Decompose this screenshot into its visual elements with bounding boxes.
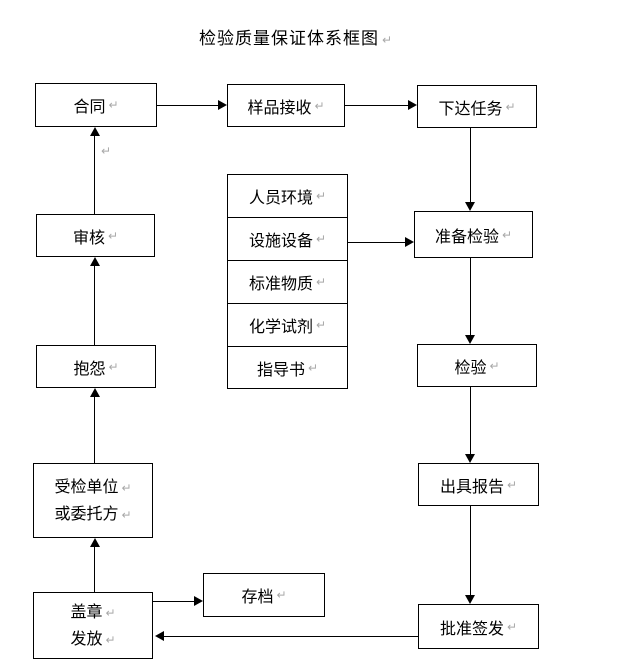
arrow-stamp-issue-to-inspected-unit-line (94, 547, 95, 592)
paragraph-mark-icon: ↵ (315, 275, 327, 289)
arrowhead-right-icon (408, 100, 417, 110)
node-prepare-inspection-label: 准备检验 (434, 226, 499, 246)
arrow-complaint-to-review-line (94, 266, 95, 345)
node-inspected-unit-label1: 受检单位 (54, 476, 119, 496)
diagram-title-text: 检验质量保证体系框图 (198, 29, 379, 49)
node-contract-label: 合同 (73, 97, 106, 116)
arrowhead-down-icon (465, 202, 475, 211)
node-assign-task-label: 下达任务 (438, 98, 503, 118)
node-inspected-unit: 受检单位↵ 或委托方↵ (33, 463, 153, 538)
arrow-inspected-unit-to-complaint-line (94, 397, 95, 463)
resource-row-label: 标准物质 (248, 274, 313, 293)
paragraph-mark-icon: ↵ (108, 98, 119, 112)
resource-row-chemical-reagents: 化学试剂↵ (228, 304, 347, 347)
resource-row-personnel-environment: 人员环境↵ (228, 175, 347, 218)
arrowhead-right-icon (194, 596, 203, 606)
arrow-resources-to-prepare-inspection-line (348, 242, 405, 243)
paragraph-mark-icon: ↵ (315, 232, 327, 246)
paragraph-mark-icon: ↵ (381, 33, 394, 47)
node-approve-issue-label: 批准签发 (439, 618, 504, 638)
arrowhead-up-icon (90, 127, 100, 136)
arrowhead-up-icon (90, 257, 100, 266)
node-stamp-issue-label2: 发放 (70, 628, 103, 648)
diagram-title: 检验质量保证体系框图↵ (0, 24, 592, 49)
node-sample-reception: 样品接收↵ (227, 84, 345, 127)
node-inspection-label: 检验 (454, 357, 487, 377)
paragraph-mark-icon: ↵ (314, 98, 325, 113)
arrow-prepare-inspection-to-inspection-line (470, 258, 471, 335)
paragraph-mark-icon: ↵ (276, 588, 287, 602)
resource-row-standard-materials: 标准物质↵ (228, 261, 347, 304)
node-inspected-unit-label2: 或委托方 (54, 503, 119, 523)
paragraph-mark-icon: ↵ (501, 227, 513, 242)
node-stamp-issue-line1: 盖章↵ (70, 599, 115, 626)
node-inspected-unit-line2: 或委托方↵ (54, 501, 131, 528)
arrowhead-down-icon (465, 595, 475, 604)
paragraph-mark-icon: ↵ (315, 318, 327, 332)
node-sample-reception-label: 样品接收 (247, 97, 312, 117)
paragraph-mark-icon: ↵ (121, 507, 132, 522)
arrowhead-down-icon (465, 454, 475, 463)
resource-row-label: 化学试剂 (248, 317, 313, 336)
node-approve-issue: 批准签发↵ (418, 604, 539, 649)
arrowhead-right-icon (218, 100, 227, 110)
node-prepare-inspection: 准备检验↵ (414, 211, 533, 258)
node-inspection: 检验↵ (417, 344, 537, 387)
arrow-approve-issue-to-stamp-issue-line (164, 636, 418, 637)
arrow-inspection-to-issue-report-line (470, 387, 471, 454)
paragraph-mark-icon: ↵ (506, 619, 518, 634)
node-complaint: 抱怨↵ (36, 345, 156, 388)
paragraph-mark-icon: ↵ (107, 228, 119, 243)
node-inspected-unit-line1: 受检单位↵ (54, 474, 131, 501)
arrowhead-down-icon (465, 335, 475, 344)
node-review-label: 审核 (72, 227, 105, 247)
paragraph-mark-icon: ↵ (105, 605, 116, 620)
node-issue-report-label: 出具报告 (439, 476, 504, 496)
arrowhead-up-icon (90, 538, 100, 547)
paragraph-mark-icon: ↵ (505, 99, 516, 114)
arrowhead-right-icon (405, 237, 414, 247)
arrow-review-to-contract-line (94, 136, 95, 214)
paragraph-mark-icon: ↵ (101, 144, 112, 158)
node-issue-report: 出具报告↵ (418, 463, 539, 506)
paragraph-mark-icon: ↵ (121, 480, 132, 495)
arrowhead-left-icon (155, 631, 164, 641)
node-review: 审核↵ (36, 214, 155, 257)
paragraph-mark-icon: ↵ (489, 358, 500, 373)
paragraph-mark-icon: ↵ (506, 477, 518, 492)
node-stamp-issue-line2: 发放↵ (70, 626, 115, 653)
node-stamp-issue-label1: 盖章 (70, 601, 103, 621)
node-stamp-issue: 盖章↵ 发放↵ (33, 592, 153, 659)
paragraph-mark-icon: ↵ (307, 360, 319, 375)
arrow-issue-report-to-approve-issue-line (470, 506, 471, 595)
paragraph-mark-icon: ↵ (105, 632, 116, 647)
node-resources-stack: 人员环境↵ 设施设备↵ 标准物质↵ 化学试剂↵ 指导书↵ (227, 174, 348, 389)
arrow-sample-reception-to-assign-task-line (345, 105, 408, 106)
resource-row-label: 指导书 (256, 359, 305, 379)
node-archive-label: 存档 (241, 587, 274, 606)
node-contract: 合同↵ (35, 83, 157, 127)
paragraph-mark-icon: ↵ (108, 359, 119, 374)
node-assign-task: 下达任务↵ (417, 85, 537, 128)
paragraph-mark-icon: ↵ (315, 189, 327, 203)
resource-row-label: 设施设备 (248, 231, 313, 250)
resource-row-facilities-equipment: 设施设备↵ (228, 218, 347, 261)
arrow-contract-to-sample-reception-line (157, 105, 218, 106)
node-archive: 存档↵ (203, 573, 325, 617)
resource-row-label: 人员环境 (248, 188, 313, 207)
node-complaint-label: 抱怨 (73, 358, 106, 378)
resource-row-instruction-manual: 指导书↵ (228, 347, 347, 388)
arrow-stamp-issue-to-archive-line (153, 601, 194, 602)
arrowhead-up-icon (90, 388, 100, 397)
arrow-assign-task-to-prepare-inspection-line (470, 128, 471, 202)
